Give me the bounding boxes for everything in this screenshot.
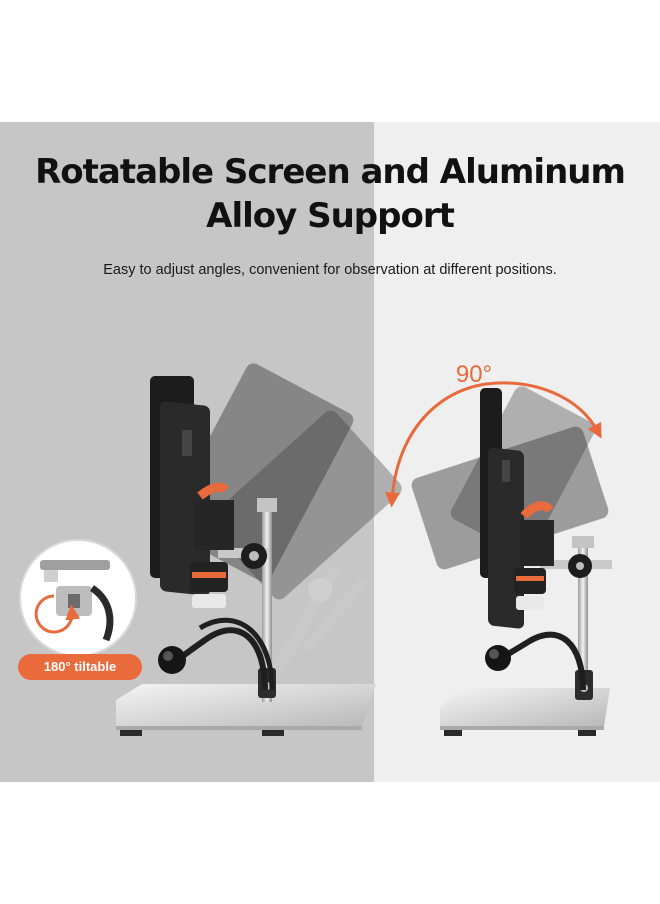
headline-line-1: Rotatable Screen and Aluminum	[35, 152, 626, 192]
rotation-angle-label: 90°	[456, 361, 492, 388]
right-base-plate	[440, 688, 610, 736]
headline: Rotatable Screen and Aluminum Alloy Supp…	[0, 150, 660, 238]
right-support-pole	[578, 544, 588, 692]
right-gooseneck-lamp	[485, 631, 586, 691]
subheadline: Easy to adjust angles, convenient for ob…	[103, 262, 557, 278]
headline-line-2: Alloy Support	[206, 196, 455, 236]
left-camera-body	[190, 482, 234, 608]
tilt-detail-inset	[19, 539, 137, 657]
tilt-badge: 180° tiltable	[18, 654, 142, 680]
rotation-arc-arrow	[385, 381, 602, 508]
left-gooseneck-lamp	[158, 617, 275, 691]
left-support-pole	[262, 506, 272, 702]
left-base-plate	[116, 684, 376, 736]
right-camera-body	[514, 501, 554, 610]
ghost-arm-1	[270, 565, 368, 675]
